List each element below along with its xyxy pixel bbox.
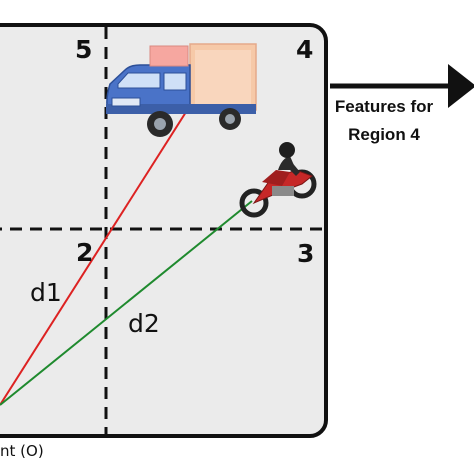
region-label-4: 4: [296, 35, 314, 64]
distance-label-d1: d1: [30, 278, 62, 307]
truck-icon: [106, 43, 257, 137]
motorcycle-icon: [239, 142, 317, 218]
region-label-3: 3: [297, 239, 315, 268]
region-label-2: 2: [76, 238, 94, 267]
features-title-line2: Region 4: [348, 125, 420, 144]
region-panel: [0, 23, 328, 438]
distance-label-d2: d2: [128, 309, 160, 338]
origin-label: nt (O): [0, 442, 44, 460]
arrow-right-icon: [330, 64, 474, 108]
features-title-line1: Features for: [334, 97, 434, 116]
distance-line-d1: [0, 111, 187, 406]
region-label-5: 5: [75, 35, 93, 64]
distance-line-d2: [0, 200, 253, 406]
